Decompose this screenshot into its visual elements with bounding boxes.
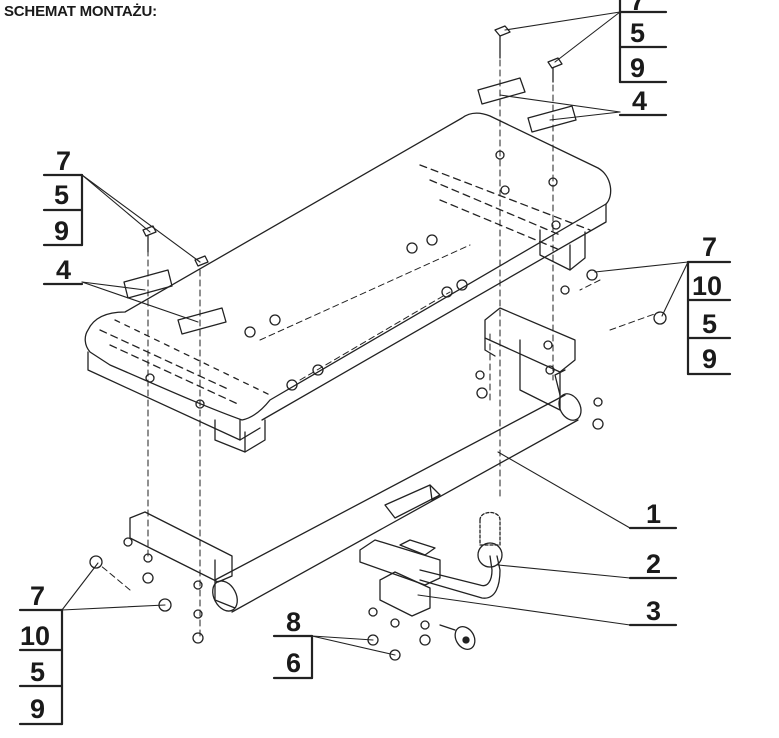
label-9-mid-right: 9	[702, 344, 717, 374]
label-9-left-top: 9	[54, 216, 69, 246]
right-bracket	[539, 229, 586, 271]
hardware	[89, 25, 667, 661]
label-part-2: 2	[646, 549, 661, 579]
label-9-top-right: 9	[630, 53, 645, 83]
centre-bracket	[384, 484, 441, 519]
label-8-bottom-mid: 8	[286, 607, 301, 637]
label-9-bottom-left: 9	[30, 694, 45, 724]
label-group-mid-right	[686, 260, 732, 376]
label-7-mid-right: 7	[702, 232, 717, 262]
label-group-top-right	[618, 0, 668, 84]
label-7-left-top: 7	[56, 146, 71, 176]
label-4-left: 4	[56, 255, 71, 285]
socket-connector	[439, 624, 476, 650]
right-mounting-plate	[484, 307, 576, 411]
label-5-bottom-left: 5	[30, 657, 45, 687]
label-5-left-top: 5	[54, 180, 69, 210]
label-7-bottom-left: 7	[30, 581, 45, 611]
label-10-mid-right: 10	[692, 271, 722, 301]
axis-lines	[99, 39, 661, 641]
label-part-3: 3	[646, 596, 661, 626]
label-group-bottom-left	[18, 608, 64, 726]
label-10-bottom-left: 10	[20, 621, 50, 651]
cross-tube	[212, 369, 582, 613]
left-bracket	[214, 419, 266, 453]
tow-ball-assembly	[359, 511, 503, 617]
label-6-bottom-mid: 6	[286, 648, 301, 678]
label-5-mid-right: 5	[702, 309, 717, 339]
label-part-1: 1	[646, 499, 661, 529]
label-group-bottom-mid	[272, 634, 314, 680]
page-title: SCHEMAT MONTAŻU:	[4, 3, 157, 20]
label-group-left-top	[42, 173, 84, 247]
leader-lines	[61, 11, 689, 656]
label-4-right: 4	[632, 86, 647, 116]
floor-panel	[84, 112, 612, 441]
left-mounting-plate	[129, 511, 236, 609]
label-7-top-right: 7	[630, 0, 645, 16]
label-5-top-right: 5	[630, 18, 645, 48]
